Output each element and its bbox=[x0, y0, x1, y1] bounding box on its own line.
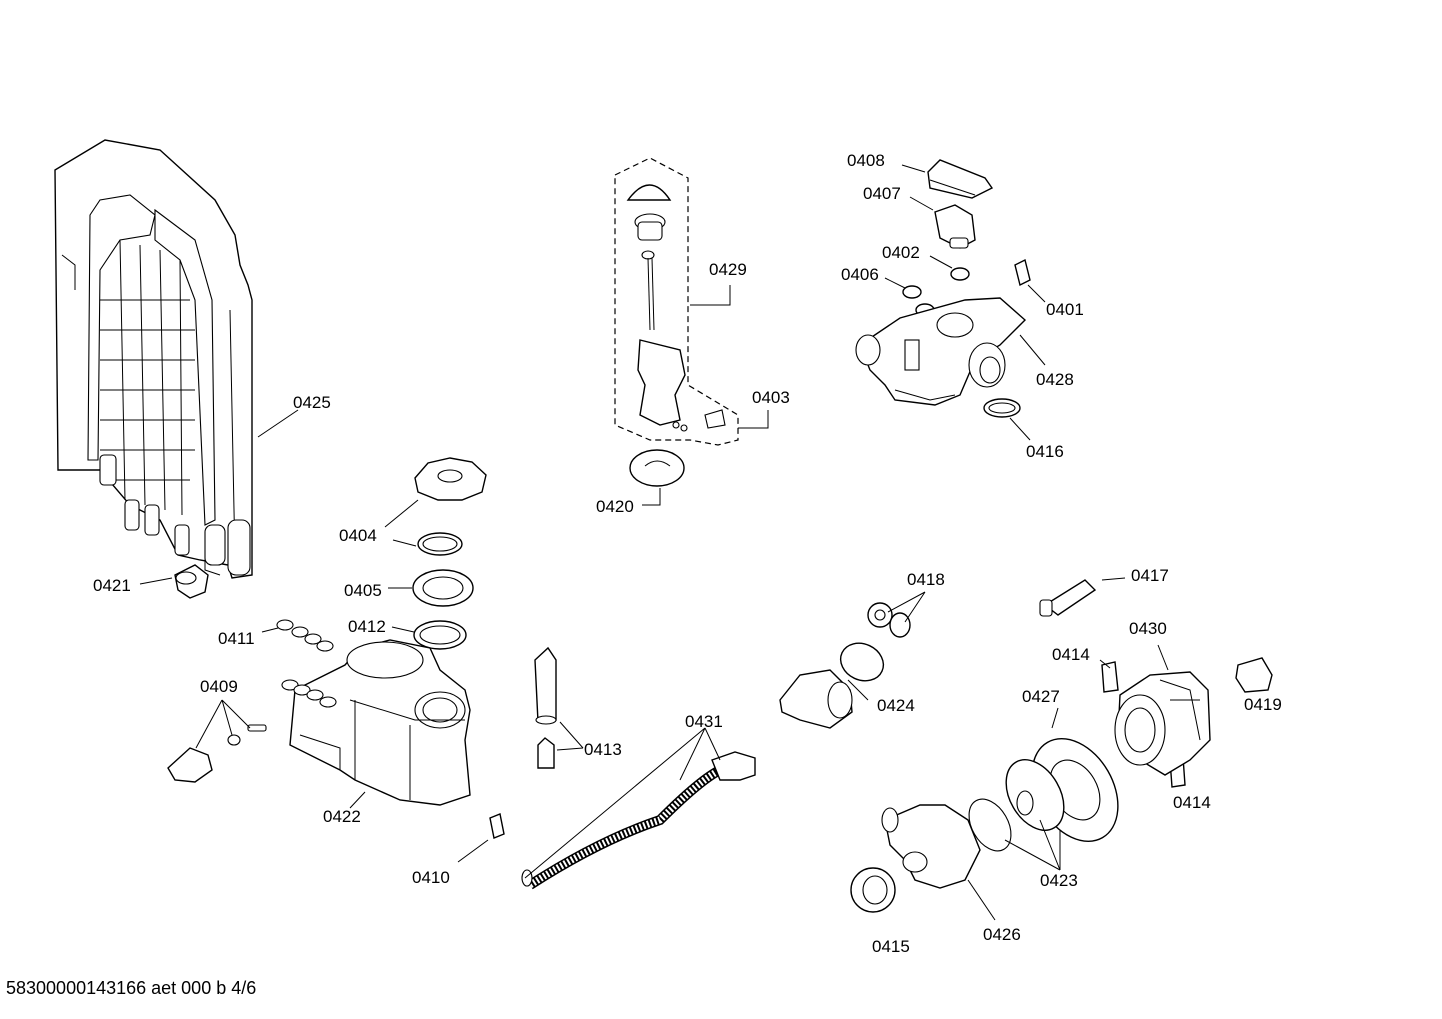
label-0411: 0411 bbox=[218, 629, 255, 648]
part-0431-hose bbox=[521, 751, 756, 890]
part-0410-clip bbox=[489, 813, 505, 839]
part-0429-float-assembly bbox=[614, 157, 739, 446]
label-0409: 0409 bbox=[200, 677, 238, 696]
part-0430-pump-motor bbox=[1114, 671, 1211, 776]
label-0422: 0422 bbox=[323, 807, 361, 826]
label-0418: 0418 bbox=[907, 570, 945, 589]
label-0403: 0403 bbox=[752, 388, 790, 407]
part-0408-cover bbox=[927, 159, 994, 199]
label-0402: 0402 bbox=[882, 243, 920, 262]
label-0408: 0408 bbox=[847, 151, 885, 170]
label-0401: 0401 bbox=[1046, 300, 1084, 319]
part-0412-seal bbox=[413, 620, 467, 650]
part-0424-o-ring bbox=[839, 642, 885, 682]
part-0402-o-ring bbox=[950, 267, 970, 281]
part-0421-valve bbox=[174, 564, 209, 599]
label-0429: 0429 bbox=[709, 260, 747, 279]
drawing-number-footer: 58300000143166 aet 000 b 4/6 bbox=[6, 978, 257, 998]
part-0419-connector bbox=[1235, 657, 1273, 693]
part-0420-disc bbox=[629, 449, 685, 487]
label-0423: 0423 bbox=[1040, 871, 1078, 890]
part-0424-heater-unit bbox=[779, 669, 853, 729]
part-0411-seals bbox=[276, 619, 334, 652]
label-0410: 0410 bbox=[412, 868, 450, 887]
part-0405-nut-ring bbox=[412, 569, 474, 607]
part-0409-sensor bbox=[167, 724, 267, 783]
label-0404: 0404 bbox=[339, 526, 377, 545]
label-0416: 0416 bbox=[1026, 442, 1064, 461]
part-0401-clip bbox=[1014, 258, 1031, 287]
label-0417: 0417 bbox=[1131, 566, 1169, 585]
label-0419: 0419 bbox=[1244, 695, 1282, 714]
part-0426-volute bbox=[881, 804, 981, 889]
label-0431: 0431 bbox=[685, 712, 723, 731]
part-0417-thermostat bbox=[1039, 579, 1097, 617]
part-0406-o-ring bbox=[902, 285, 922, 299]
label-0428: 0428 bbox=[1036, 370, 1074, 389]
label-0405: 0405 bbox=[344, 581, 382, 600]
part-0425-heat-exchanger bbox=[54, 139, 253, 579]
part-0418-nut bbox=[867, 602, 911, 638]
label-0414-bottom: 0414 bbox=[1173, 793, 1211, 812]
label-0427: 0427 bbox=[1022, 687, 1060, 706]
label-0407: 0407 bbox=[863, 184, 901, 203]
label-0412: 0412 bbox=[348, 617, 386, 636]
part-0414-clip bbox=[1101, 661, 1119, 693]
part-0423-impeller-set bbox=[968, 759, 1065, 852]
label-0406: 0406 bbox=[841, 265, 879, 284]
label-0414-top: 0414 bbox=[1052, 645, 1090, 664]
label-0430: 0430 bbox=[1129, 619, 1167, 638]
part-0416-clamp bbox=[983, 398, 1021, 418]
label-0425: 0425 bbox=[293, 393, 331, 412]
part-0422-container bbox=[281, 639, 471, 806]
part-0413-level-sensor bbox=[534, 646, 557, 769]
label-0424: 0424 bbox=[877, 696, 915, 715]
label-0413: 0413 bbox=[584, 740, 622, 759]
label-0420: 0420 bbox=[596, 497, 634, 516]
label-0415: 0415 bbox=[872, 937, 910, 956]
label-0426: 0426 bbox=[983, 925, 1021, 944]
part-0407-sensor bbox=[934, 204, 976, 249]
label-0421: 0421 bbox=[93, 576, 131, 595]
part-0428-valve-housing bbox=[855, 297, 1027, 406]
part-0415-seal bbox=[850, 867, 896, 913]
part-0404-cap bbox=[414, 457, 487, 501]
